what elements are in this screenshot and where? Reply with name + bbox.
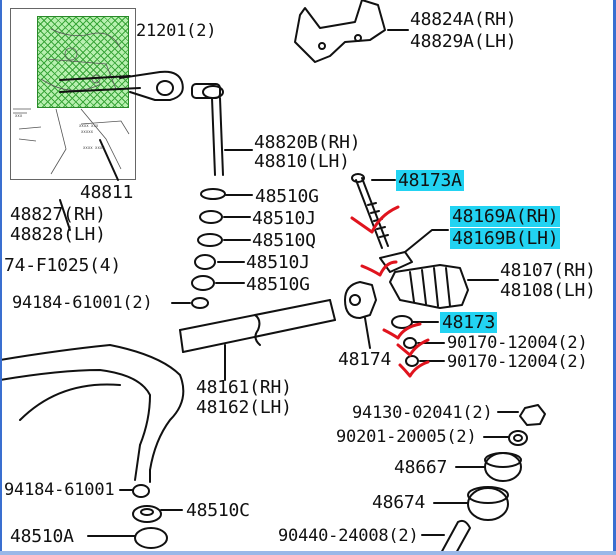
bolt-head-48173a xyxy=(351,173,365,183)
link-rod xyxy=(211,97,224,176)
label-48811[interactable]: 48811 xyxy=(80,182,134,203)
nut-94184-upper xyxy=(191,297,209,309)
leader-48174 xyxy=(364,317,371,349)
label-48510c[interactable]: 48510C xyxy=(186,500,250,521)
label-48173a[interactable]: 48173A xyxy=(396,170,464,191)
label-90201[interactable]: 90201-20005(2) xyxy=(336,427,477,447)
link-head-top xyxy=(191,83,221,99)
label-48174[interactable]: 48174 xyxy=(338,349,392,370)
thumbnail-sketch: xxxx xxx xxxxx xxxx xxxx xxx xyxy=(13,28,130,175)
check-mark-48169 xyxy=(360,260,398,277)
washer-90201-inner xyxy=(513,434,523,442)
label-48169b[interactable]: 48169B(LH) xyxy=(450,228,561,249)
bushing-48510j-1 xyxy=(199,210,223,224)
label-94184-upper[interactable]: 94184-61001(2) xyxy=(12,293,153,313)
label-48674[interactable]: 48674 xyxy=(372,492,426,513)
svg-text:xxxxx: xxxxx xyxy=(81,129,94,134)
label-48510q[interactable]: 48510Q xyxy=(252,230,316,251)
nut-94184-lower xyxy=(132,484,150,498)
label-48161[interactable]: 48161(RH) xyxy=(196,377,292,398)
bushing-48674-top xyxy=(467,486,509,504)
label-90440[interactable]: 90440-24008(2) xyxy=(278,526,419,546)
label-94184-lower[interactable]: 94184-61001 xyxy=(4,480,115,500)
label-90170-lower[interactable]: 90170-12004(2) xyxy=(447,352,588,372)
upper-arm-body xyxy=(0,344,185,471)
svg-text:xxx: xxx xyxy=(15,113,23,118)
nut-90170-2 xyxy=(405,355,419,367)
label-48510j-upper[interactable]: 48510J xyxy=(252,208,316,229)
bushing-48107 xyxy=(389,264,469,309)
bushing-48510a xyxy=(134,527,168,549)
bushing-48107-ribs xyxy=(409,267,451,307)
leader-48811 xyxy=(99,139,119,181)
leader-74f1025 xyxy=(59,199,71,231)
bushing-48510j-2 xyxy=(194,254,216,270)
bolt-90440 xyxy=(439,519,471,555)
label-48173[interactable]: 48173 xyxy=(440,312,498,333)
label-48107[interactable]: 48107(RH) xyxy=(500,260,596,281)
label-90170-upper[interactable]: 90170-12004(2) xyxy=(447,333,588,353)
bracket-48824a xyxy=(294,0,386,63)
shaft-break xyxy=(254,314,261,346)
label-74-f1025[interactable]: 74-F1025(4) xyxy=(4,255,122,276)
check-mark-48173a xyxy=(350,205,400,234)
svg-text:xxxx xxxx: xxxx xxxx xyxy=(83,145,105,150)
label-48510a[interactable]: 48510A xyxy=(10,526,74,547)
bushing-48510c xyxy=(132,505,162,523)
bracket-hole-left xyxy=(318,42,326,50)
washer-48510g-1 xyxy=(200,188,226,200)
nut-94130 xyxy=(519,404,546,426)
check-mark-48173 xyxy=(382,322,422,340)
check-mark-90170-lower xyxy=(398,360,430,378)
label-48827[interactable]: 48827(RH) xyxy=(10,204,106,225)
stabilizer-bar-end xyxy=(119,70,184,101)
label-48820b[interactable]: 48820B(RH) xyxy=(254,132,361,153)
window-border-right xyxy=(613,0,616,555)
label-48162[interactable]: 48162(LH) xyxy=(196,397,292,418)
upper-arm-arc xyxy=(19,383,121,421)
leader-48169 xyxy=(404,229,449,253)
stabilizer-bar-eye xyxy=(156,80,174,96)
label-21201[interactable]: 21201(2) xyxy=(136,21,217,41)
label-48824a[interactable]: 48824A(RH) xyxy=(410,9,517,30)
bushing-48510q xyxy=(197,233,223,247)
bushing-48510c-inner xyxy=(140,508,154,516)
window-border-left xyxy=(0,0,2,555)
bracket-hole-right xyxy=(354,34,362,42)
nut-90170-1 xyxy=(403,337,417,349)
label-48108[interactable]: 48108(LH) xyxy=(500,280,596,301)
label-48828[interactable]: 48828(LH) xyxy=(10,224,106,245)
link-nut-top xyxy=(202,85,224,99)
label-48667[interactable]: 48667 xyxy=(394,457,448,478)
overview-thumbnail[interactable]: xxxx xxx xxxxx xxxx xxxx xxx xyxy=(10,8,136,180)
stabilizer-bar-lines xyxy=(59,75,141,93)
label-94130[interactable]: 94130-02041(2) xyxy=(352,403,493,423)
window-border-bottom xyxy=(0,551,616,555)
svg-text:xxxx xxx: xxxx xxx xyxy=(79,123,99,128)
label-48810[interactable]: 48810(LH) xyxy=(254,151,350,172)
label-48510j-lower[interactable]: 48510J xyxy=(246,252,310,273)
upper-arm-shaft-ends xyxy=(179,299,336,353)
label-48510g-lower[interactable]: 48510G xyxy=(246,274,310,295)
bushing-48667-top xyxy=(484,452,522,468)
label-48510g-upper[interactable]: 48510G xyxy=(255,186,319,207)
bracket-48174 xyxy=(344,281,377,319)
check-mark-90170-upper xyxy=(396,338,430,357)
upper-arm-lower xyxy=(134,444,151,483)
label-48829a[interactable]: 48829A(LH) xyxy=(410,31,517,52)
washer-48510g-2 xyxy=(191,275,215,291)
label-48169a[interactable]: 48169A(RH) xyxy=(450,206,561,227)
bracket-48174-hole xyxy=(349,294,361,306)
washer-90201 xyxy=(508,430,528,446)
